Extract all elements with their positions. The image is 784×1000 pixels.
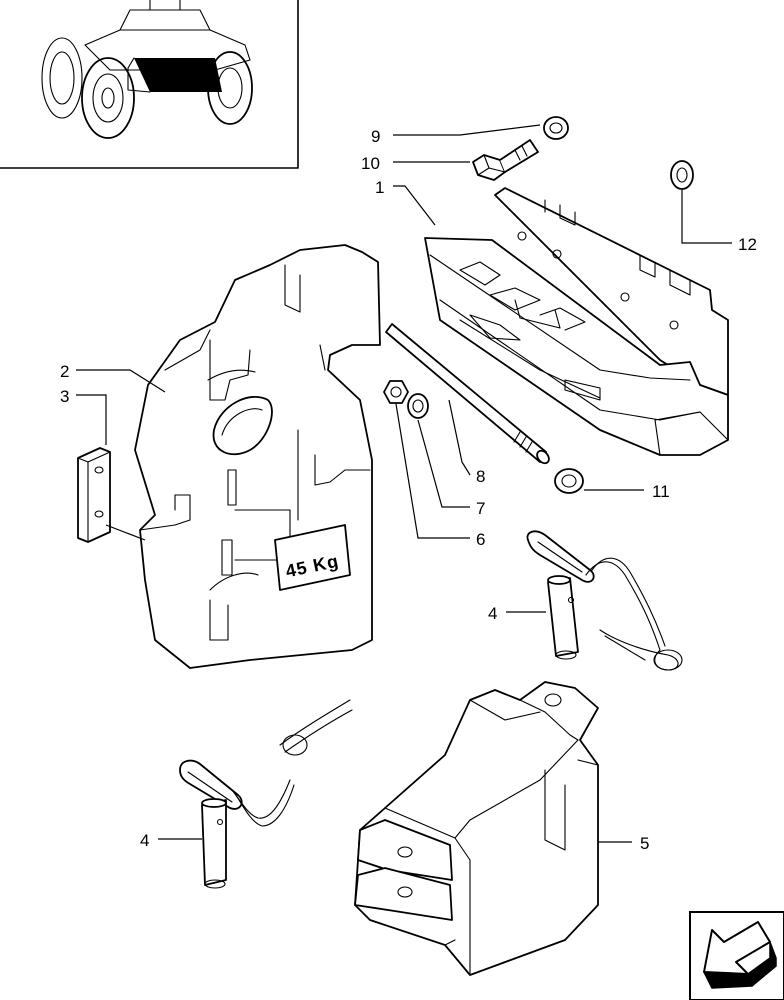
- lynch-pin-part-4-upper: [526, 530, 683, 671]
- callout-3: 3: [60, 387, 69, 406]
- ballast-weight-part-2: 45 Kg: [134, 244, 381, 669]
- callout-2: 2: [60, 362, 69, 381]
- washer-part-9: [543, 116, 569, 140]
- tractor-thumbnail: [0, 0, 299, 169]
- mounting-bracket-part-5: [354, 681, 599, 976]
- callout-6: 6: [476, 530, 485, 549]
- tie-rod-part-8: [385, 323, 550, 465]
- washer-part-12: [670, 160, 694, 190]
- washer-part-7: [407, 393, 429, 419]
- washer-part-11: [554, 468, 584, 494]
- bolt-part-10: [472, 139, 539, 181]
- callout-11: 11: [652, 482, 670, 501]
- callout-9: 9: [371, 127, 380, 146]
- callout-10: 10: [361, 154, 380, 173]
- callout-7: 7: [476, 499, 485, 518]
- callout-12: 12: [738, 235, 757, 254]
- callout-4-lower: 4: [140, 831, 149, 850]
- nut-part-6: [383, 380, 409, 404]
- lynch-pin-part-4-lower: [179, 699, 353, 889]
- callout-labels: 9 10 1 12 2 3 8 11 7 6 4 4 5: [60, 127, 757, 853]
- spacer-block-part-3: [77, 447, 111, 543]
- callout-4-upper: 4: [488, 604, 497, 623]
- next-page-arrow-icon[interactable]: [689, 911, 784, 1000]
- callout-8: 8: [476, 467, 485, 486]
- callout-5: 5: [640, 834, 649, 853]
- callout-1: 1: [375, 178, 384, 197]
- weight-carrier-part-1: [424, 187, 729, 456]
- leader-lines: [76, 124, 732, 843]
